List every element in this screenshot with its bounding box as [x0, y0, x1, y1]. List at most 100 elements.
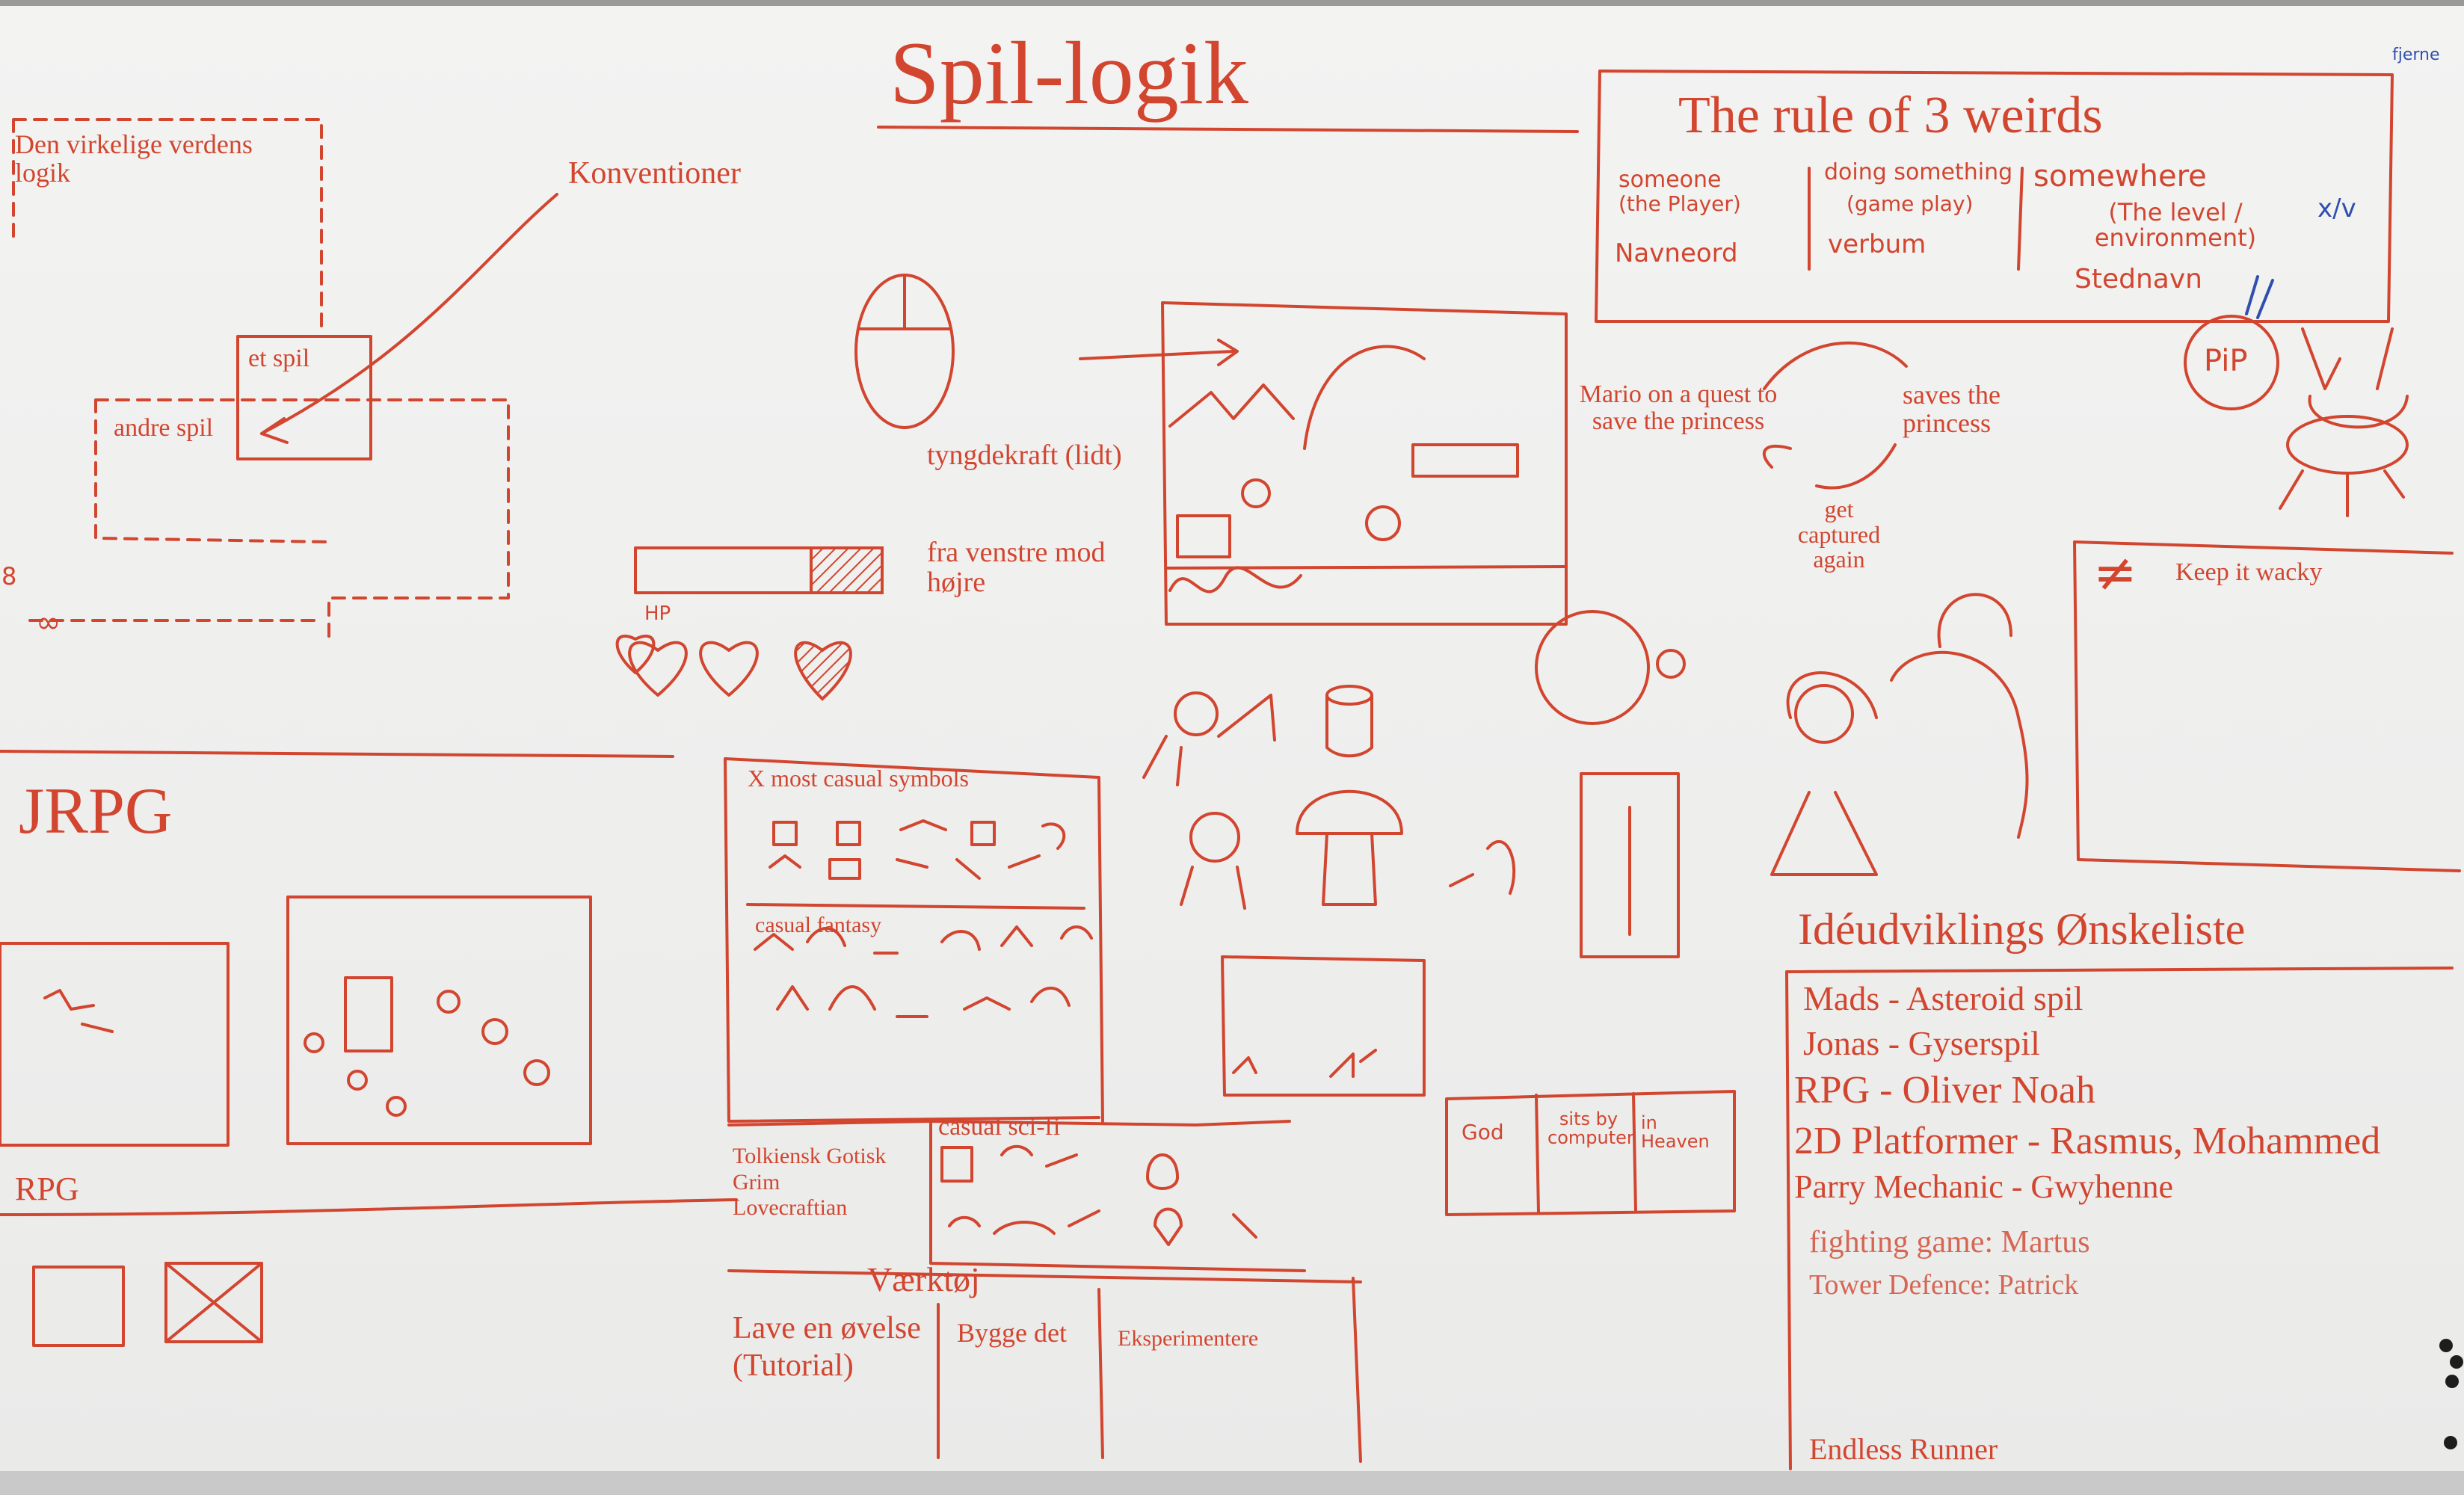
king-figure — [1890, 593, 2029, 839]
jrpg-dot-3 — [386, 1096, 407, 1117]
jrpg-tower-icon — [344, 976, 393, 1052]
cup-rim — [1325, 685, 1373, 706]
pig-head — [2301, 327, 2409, 429]
level-floor — [1165, 565, 1568, 570]
magnet-icon-4 — [2444, 1436, 2457, 1449]
rule-col2-line1: doing something — [1824, 159, 2013, 185]
conventions-arrowhead — [260, 417, 289, 444]
hp-bar-damage — [810, 546, 884, 594]
real-world-logic-label: Den virkelige verdens logik — [15, 129, 253, 188]
god-panel-3: in Heaven — [1641, 1112, 1710, 1153]
symbols-divider — [746, 903, 1085, 910]
loop-arrow-left — [1762, 444, 1792, 469]
heart-icon-3 — [794, 641, 852, 701]
fantasy-symbol-icons — [754, 925, 1093, 1018]
loop-start: Mario on a quest to save the princess — [1579, 380, 1778, 435]
jrpg-dot-1 — [304, 1032, 324, 1053]
jrpg-screen-right — [286, 896, 592, 1145]
direction-bullet: fra venstre mod højre — [927, 537, 1106, 598]
jrpg-dot-2 — [347, 1070, 368, 1091]
pig-snout — [2286, 415, 2409, 475]
moon-sketch — [1535, 610, 1650, 725]
a-game-box — [236, 335, 372, 460]
small-moon-sketch — [1656, 649, 1686, 679]
magnet-icon-2 — [2450, 1355, 2463, 1369]
rpg-icon-right — [164, 1262, 263, 1343]
rpg-divider — [0, 1198, 738, 1216]
other-games-region — [94, 398, 510, 644]
stage-figures — [1232, 1049, 1377, 1078]
pip-blue-strokes — [2245, 275, 2274, 319]
pig-legs — [2279, 469, 2405, 517]
rule-col3-line1: somewhere — [2033, 159, 2207, 194]
god-panel-2: sits by computer — [1547, 1109, 1634, 1149]
level-jump-arc — [1303, 345, 1426, 450]
character-head — [1189, 812, 1240, 863]
wishlist-item-7: Tower Defence: Patrick — [1809, 1269, 2079, 1301]
tools-table — [727, 1269, 1362, 1463]
blue-marks: x/v — [2317, 194, 2356, 224]
edge-eight-mark: 8 — [1, 562, 17, 591]
wishlist-item-1: Mads - Asteroid spil — [1803, 979, 2083, 1017]
phone-sketch — [1580, 772, 1680, 958]
tools-experiment: Eksperimentere — [1118, 1326, 1259, 1351]
casual-scifi-label: casual sci-fi — [938, 1113, 1061, 1141]
god-panel-1: God — [1462, 1120, 1504, 1144]
wishlist-item-2: Jonas - Gyserspil — [1803, 1024, 2040, 1062]
jrpg-dot-6 — [523, 1059, 550, 1086]
rule-col1-word: Navneord — [1615, 238, 1738, 268]
corner-note: fjerne — [2392, 46, 2440, 64]
loop-arrow-right — [1815, 443, 1897, 490]
mouse-buttons — [857, 274, 952, 330]
scifi-frame — [727, 1120, 1306, 1272]
level-flower — [1365, 505, 1401, 541]
not-equal-sign: ≠ — [2093, 542, 2137, 603]
tools-tutorial: Lave en øvelse (Tutorial) — [733, 1311, 921, 1384]
casual-symbol-icons — [769, 819, 1066, 880]
board-tray — [0, 1471, 2464, 1495]
rpg-label: RPG — [15, 1171, 79, 1207]
god-triptych — [1445, 1090, 1736, 1216]
jrpg-scribble — [43, 989, 114, 1033]
level-mountains — [1168, 383, 1295, 428]
casual-symbols-heading: X most casual symbols — [748, 765, 969, 792]
tolkien-label: Tolkiensk Gotisk Grim Lovecraftian — [733, 1144, 887, 1220]
rule-col3-word: Stednavn — [2075, 264, 2202, 295]
character-body — [1180, 866, 1246, 910]
magnet-icon-3 — [2445, 1375, 2459, 1388]
mushroom-cap — [1296, 789, 1403, 835]
wishlist-item-3: RPG - Oliver Noah — [1794, 1069, 2095, 1112]
loop-arrow-top — [1763, 341, 1908, 390]
loop-captured: get captured again — [1797, 496, 1881, 573]
conventions-label: Konventioner — [568, 156, 741, 191]
wishlist-item-8: Endless Runner — [1809, 1432, 1998, 1466]
other-games-label: andre spil — [114, 414, 214, 442]
level-entry-arrow — [1079, 339, 1239, 366]
princess-figure — [1770, 671, 1878, 876]
board-title: Spil-logik — [890, 23, 1249, 123]
rule-col2-word: verbum — [1828, 229, 1926, 259]
loop-saves: saves the princess — [1903, 380, 2001, 438]
muscle-guy-head — [1174, 691, 1219, 736]
casual-fantasy-label: casual fantasy — [755, 913, 882, 937]
wishlist-item-5: Parry Mechanic - Gwyhenne — [1794, 1168, 2174, 1205]
wishlist-item-6: fighting game: Martus — [1809, 1225, 2090, 1260]
rule-col1-line2: (the Player) — [1618, 191, 1741, 216]
wishlist-item-4: 2D Platformer - Rasmus, Mohammed — [1794, 1120, 2381, 1162]
small-figures — [1449, 840, 1516, 895]
rule-col1-line1: someone — [1618, 167, 1722, 193]
rule-col2-line2: (game play) — [1847, 191, 1974, 216]
stage-box — [1221, 955, 1426, 1097]
muscle-guy-body — [1142, 694, 1276, 786]
level-character-head — [1241, 478, 1271, 508]
jrpg-dot-4 — [437, 990, 461, 1014]
rpg-icon-left — [32, 1266, 125, 1347]
mushroom-stem — [1322, 832, 1377, 906]
magnet-icon-1 — [2439, 1339, 2453, 1352]
rule-of-three-heading: The rule of 3 weirds — [1678, 87, 2103, 144]
level-block-row — [1411, 443, 1519, 478]
rpg-icon-cross — [164, 1262, 263, 1343]
wishlist-heading: Idéudviklings Ønskeliste — [1798, 904, 2246, 954]
